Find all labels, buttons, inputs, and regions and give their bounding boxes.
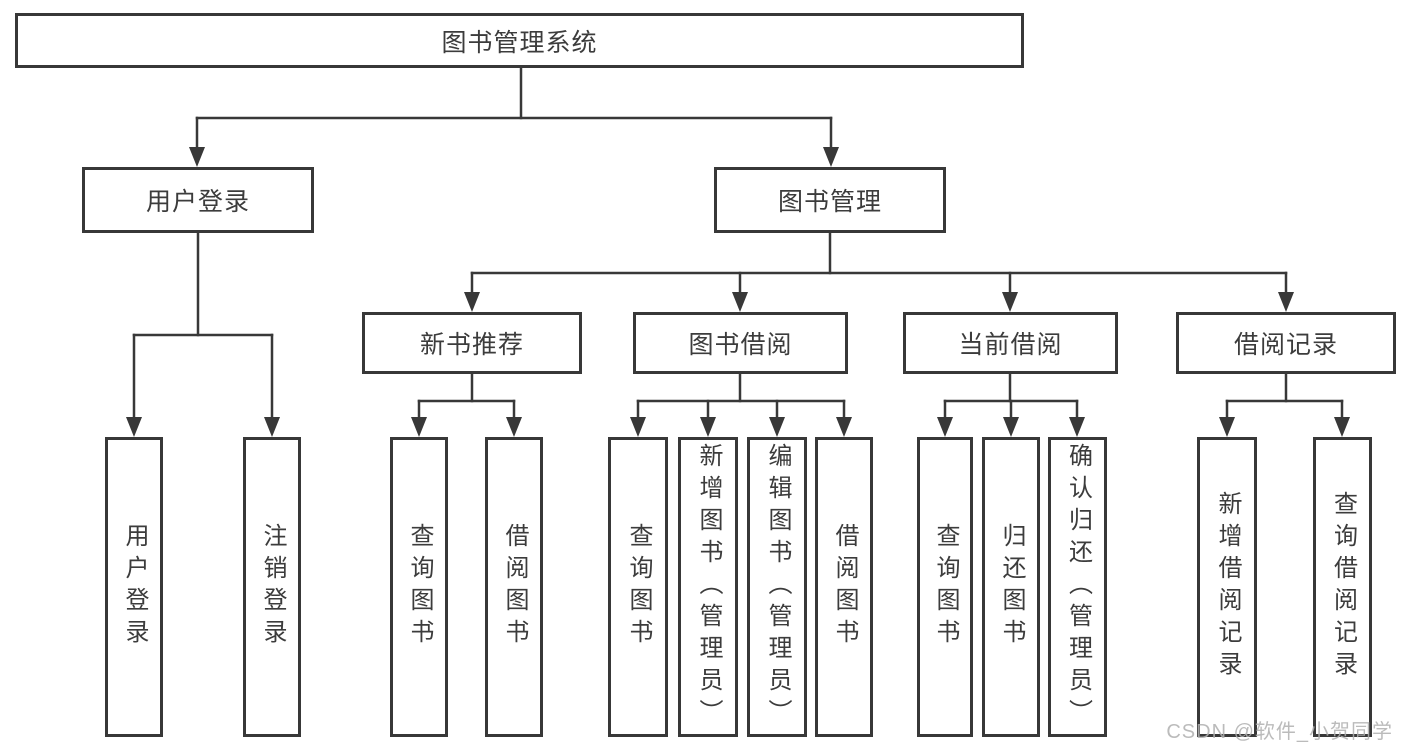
leaf-label: 查询借阅记录 (1329, 491, 1357, 683)
arrowhead-down-icon (1069, 417, 1085, 437)
arrowhead-down-icon (1003, 417, 1019, 437)
arrowhead-down-icon (411, 417, 427, 437)
leaf-bb-query-books: 查询图书 (608, 437, 668, 737)
arrowhead-down-icon (464, 292, 480, 312)
node-label: 新书推荐 (419, 331, 524, 359)
arrowhead-down-icon (126, 417, 142, 437)
node-label: 当前借阅 (958, 331, 1063, 359)
leaf-label: 确认归还（管理员） (1064, 443, 1092, 731)
leaf-br-query-record: 查询借阅记录 (1313, 437, 1372, 737)
node-borrowing-records: 借阅记录 (1176, 312, 1396, 374)
leaf-logout: 注销登录 (243, 437, 301, 737)
leaf-br-add-record: 新增借阅记录 (1197, 437, 1257, 737)
arrowhead-down-icon (1334, 417, 1350, 437)
node-label: 图书借阅 (688, 331, 793, 359)
node-label: 图书管理系统 (441, 28, 598, 57)
leaf-cb-query-books: 查询图书 (917, 437, 973, 737)
leaf-nb-query-books: 查询图书 (390, 437, 448, 737)
node-library-management-system: 图书管理系统 (15, 13, 1024, 68)
leaf-label: 新增借阅记录 (1214, 491, 1241, 683)
leaf-label: 用户登录 (121, 523, 148, 651)
leaf-bb-add-books-admin: 新增图书（管理员） (678, 437, 738, 737)
leaf-cb-confirm-return-admin: 确认归还（管理员） (1048, 437, 1107, 737)
leaf-label: 借阅图书 (501, 523, 528, 651)
arrowhead-down-icon (937, 417, 953, 437)
node-label: 用户登录 (145, 188, 250, 216)
arrowhead-down-icon (1219, 417, 1235, 437)
arrowhead-down-icon (700, 417, 716, 437)
connector-arrowheads (126, 147, 1350, 437)
node-book-borrowing: 图书借阅 (633, 312, 848, 374)
node-label: 借阅记录 (1233, 331, 1338, 359)
arrowhead-down-icon (1002, 292, 1018, 312)
arrowhead-down-icon (630, 417, 646, 437)
node-user-login: 用户登录 (82, 167, 314, 233)
leaf-label: 新增图书（管理员） (695, 443, 722, 731)
node-new-book-recommend: 新书推荐 (362, 312, 582, 374)
arrowhead-down-icon (264, 417, 280, 437)
leaf-bb-edit-books-admin: 编辑图书（管理员） (747, 437, 807, 737)
leaf-bb-borrow-books: 借阅图书 (815, 437, 873, 737)
node-label: 图书管理 (777, 188, 882, 216)
arrowhead-down-icon (769, 417, 785, 437)
leaf-label: 查询图书 (932, 523, 959, 651)
leaf-label: 查询图书 (625, 523, 652, 651)
leaf-label: 注销登录 (259, 523, 286, 651)
arrowhead-down-icon (732, 292, 748, 312)
leaf-label: 查询图书 (406, 523, 433, 651)
leaf-label: 借阅图书 (831, 523, 858, 651)
leaf-cb-return-books: 归还图书 (982, 437, 1040, 737)
leaf-label: 归还图书 (998, 523, 1025, 651)
node-current-borrowing: 当前借阅 (903, 312, 1118, 374)
leaf-nb-borrow-books: 借阅图书 (485, 437, 543, 737)
leaf-user-login: 用户登录 (105, 437, 163, 737)
arrowhead-down-icon (836, 417, 852, 437)
arrowhead-down-icon (189, 147, 205, 167)
arrowhead-down-icon (1278, 292, 1294, 312)
arrowhead-down-icon (506, 417, 522, 437)
csdn-watermark: CSDN @软件_小贺同学 (1166, 721, 1393, 743)
leaf-label: 编辑图书（管理员） (764, 443, 791, 731)
arrowhead-down-icon (823, 147, 839, 167)
node-book-management: 图书管理 (714, 167, 946, 233)
